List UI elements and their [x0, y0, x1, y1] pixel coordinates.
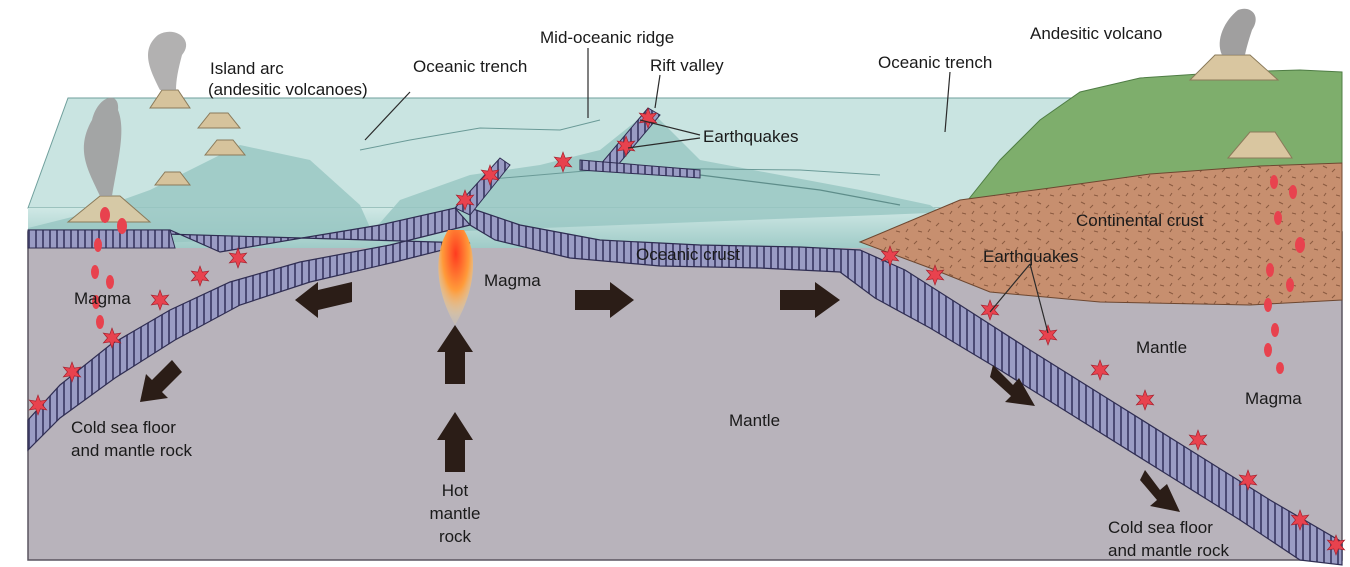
label-hot-2: mantle [425, 503, 485, 524]
label-oceanic-trench-left: Oceanic trench [413, 56, 527, 77]
label-cold-right-2: and mantle rock [1108, 540, 1229, 561]
label-island-arc: Island arc [210, 58, 284, 79]
label-mantle-right: Mantle [1136, 337, 1187, 358]
label-mantle-center: Mantle [729, 410, 780, 431]
label-magma-center: Magma [484, 270, 541, 291]
label-oceanic-crust: Oceanic crust [636, 244, 740, 265]
label-cold-right-1: Cold sea floor [1108, 517, 1213, 538]
label-hot-3: rock [425, 526, 485, 547]
label-magma-right: Magma [1245, 388, 1302, 409]
label-hot-1: Hot [425, 480, 485, 501]
label-earthquakes-top: Earthquakes [703, 126, 798, 147]
label-magma-left: Magma [74, 288, 131, 309]
label-island-arc-sub: (andesitic volcanoes) [208, 79, 368, 100]
label-andesitic-volcano: Andesitic volcano [1030, 23, 1162, 44]
label-rift-valley: Rift valley [650, 55, 724, 76]
label-cold-left-1: Cold sea floor [71, 417, 176, 438]
label-cold-left-2: and mantle rock [71, 440, 192, 461]
label-mid-oceanic-ridge: Mid-oceanic ridge [540, 27, 674, 48]
label-earthquakes-right: Earthquakes [983, 246, 1078, 267]
label-oceanic-trench-right: Oceanic trench [878, 52, 992, 73]
label-continental-crust: Continental crust [1076, 210, 1204, 231]
